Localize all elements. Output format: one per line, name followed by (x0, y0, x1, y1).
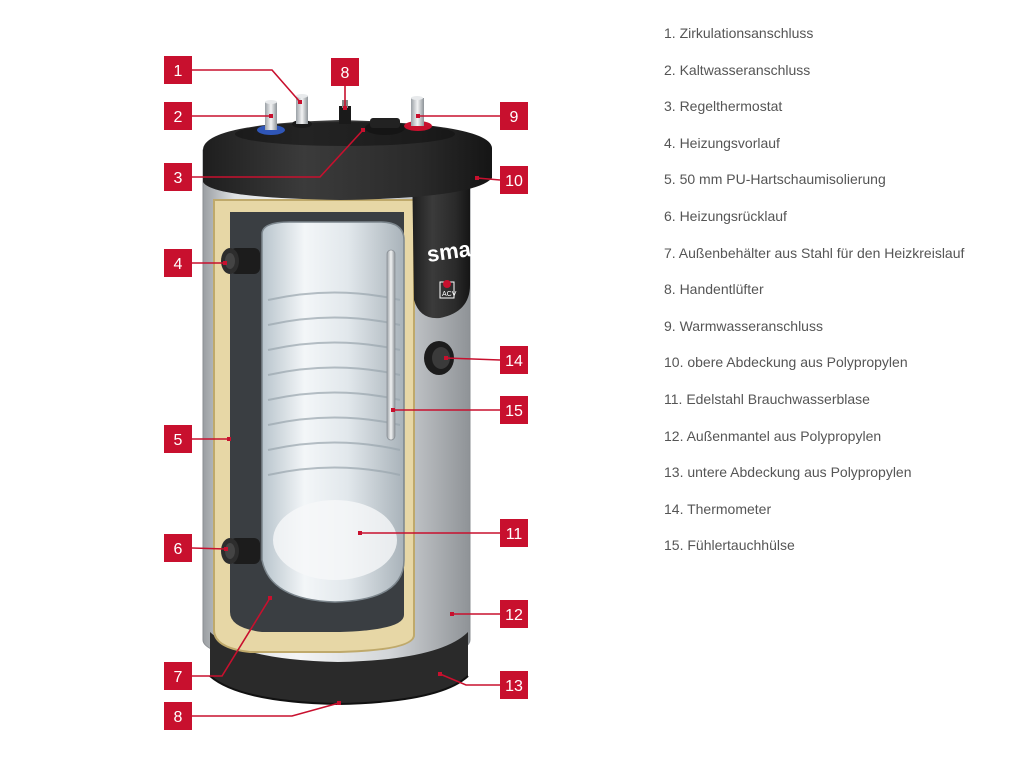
callout-8-top: 8 (331, 58, 359, 86)
legend-item: 11. Edelstahl Brauchwasserblase (664, 390, 870, 407)
legend-item: 6. Heizungsrücklauf (664, 207, 787, 224)
tank-illustration: smart ACV (202, 94, 492, 706)
svg-text:6: 6 (174, 541, 183, 558)
svg-text:10: 10 (505, 173, 523, 190)
callout-7: 7 (164, 662, 192, 690)
svg-text:11: 11 (506, 526, 523, 543)
legend-item: 4. Heizungsvorlauf (664, 134, 780, 151)
heating-coil (267, 291, 401, 476)
callout-1-top-left: 1 (164, 56, 192, 84)
callout-13: 13 (500, 671, 528, 699)
svg-text:8: 8 (174, 709, 183, 726)
legend-item: 5. 50 mm PU-Hartschaumisolierung (664, 171, 886, 188)
svg-text:3: 3 (174, 170, 183, 187)
svg-text:ACV: ACV (442, 291, 457, 298)
thermometer-gauge (424, 341, 454, 375)
svg-text:4: 4 (174, 256, 183, 273)
top-connections (257, 94, 432, 135)
svg-text:8: 8 (341, 65, 350, 82)
bottom-cover (210, 632, 468, 704)
leader-lines (191, 69, 501, 717)
callout-8-bottom: 8 (164, 702, 192, 730)
legend-item: 2. Kaltwasseranschluss (664, 61, 811, 78)
legend-item: 1. Zirkulationsanschluss (664, 25, 814, 41)
legend-item: 14. Thermometer (664, 500, 772, 517)
svg-text:7: 7 (174, 669, 183, 686)
legend-item: 8. Handentlüfter (664, 281, 764, 298)
maker-logo: ACV (439, 280, 457, 299)
svg-text:1: 1 (174, 63, 183, 80)
callout-6: 6 (164, 534, 192, 562)
callout-3: 3 (164, 163, 192, 191)
svg-text:9: 9 (510, 109, 519, 126)
legend-item: 9. Warmwasseranschluss (664, 317, 823, 334)
legend-item: 12. Außenmantel aus Polypropylen (664, 427, 882, 444)
svg-text:13: 13 (505, 678, 523, 695)
callout-badges: 1 8 2 9 3 10 4 14 15 5 11 6 12 7 13 8 (164, 56, 528, 730)
svg-text:12: 12 (505, 607, 523, 624)
heating-return-connector (221, 538, 260, 564)
callout-14: 14 (500, 346, 528, 374)
component-legend: 1. Zirkulationsanschluss 2. Kaltwasseran… (664, 24, 964, 573)
legend-item: 3. Regelthermostat (664, 98, 783, 115)
callout-12: 12 (500, 600, 528, 628)
svg-text:5: 5 (174, 432, 183, 449)
leader-dots (223, 100, 479, 705)
callout-9: 9 (500, 102, 528, 130)
sensor-sleeve (386, 249, 396, 441)
svg-text:15: 15 (505, 403, 523, 420)
legend-item: 13. untere Abdeckung aus Polypropylen (664, 464, 912, 481)
legend-item: 15. Fühlertauchhülse (664, 537, 795, 554)
callout-5: 5 (164, 425, 192, 453)
legend-item: 10. obere Abdeckung aus Polypropylen (664, 354, 908, 371)
callout-4: 4 (164, 249, 192, 277)
callout-10: 10 (500, 166, 528, 194)
front-panel (412, 160, 470, 319)
heating-flow-connector (221, 248, 260, 274)
callout-2: 2 (164, 102, 192, 130)
legend-item: 7. Außenbehälter aus Stahl für den Heizk… (664, 244, 965, 261)
svg-text:14: 14 (505, 353, 523, 370)
callout-15: 15 (500, 396, 528, 424)
callout-11: 11 (500, 519, 528, 547)
svg-text:2: 2 (174, 109, 183, 126)
